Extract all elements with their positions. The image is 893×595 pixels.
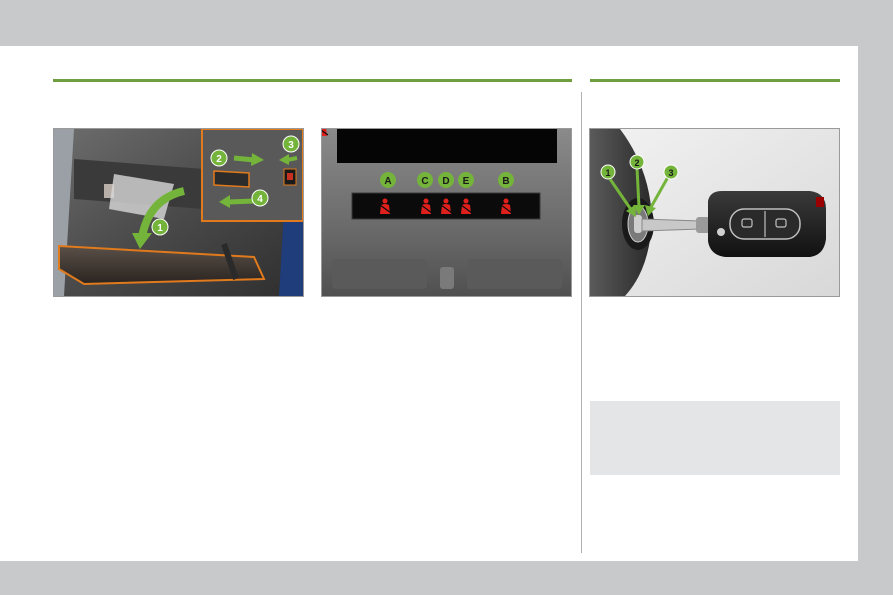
svg-text:1: 1 (157, 223, 163, 234)
key-callout-3: 3 (663, 164, 679, 180)
svg-text:1: 1 (605, 168, 610, 178)
seatbelt-label-e: E (458, 172, 474, 188)
glovebox-callout-4: 4 (251, 189, 269, 207)
section-rule-left (53, 79, 572, 82)
key-callout-1: 1 (600, 164, 616, 180)
svg-text:C: C (421, 176, 428, 187)
seatbelt-label-a: A (380, 172, 396, 188)
svg-text:D: D (442, 176, 449, 187)
glovebox-callout-2: 2 (210, 149, 228, 167)
seatbelt-label-b: B (498, 172, 514, 188)
svg-text:E: E (463, 176, 470, 187)
svg-text:B: B (502, 176, 509, 187)
svg-text:3: 3 (288, 140, 294, 151)
column-divider (581, 92, 582, 553)
note-box (590, 401, 840, 475)
section-rule-right (590, 79, 840, 82)
glovebox-callout-3: 3 (282, 135, 300, 153)
seatbelt-label-d: D (438, 172, 454, 188)
key-callout-2: 2 (629, 154, 645, 170)
key-ignition-photo: 1 2 3 (589, 128, 840, 297)
svg-text:4: 4 (257, 194, 263, 205)
seatbelt-display-photo: A C D E B (321, 128, 572, 297)
seatbelt-label-c: C (417, 172, 433, 188)
svg-text:2: 2 (634, 158, 639, 168)
manual-page: 1 2 3 4 (0, 46, 858, 561)
svg-text:3: 3 (668, 168, 673, 178)
svg-text:2: 2 (216, 154, 222, 165)
svg-text:A: A (384, 176, 391, 187)
glovebox-photo: 1 2 3 4 (53, 128, 304, 297)
glovebox-callout-1: 1 (151, 218, 169, 236)
